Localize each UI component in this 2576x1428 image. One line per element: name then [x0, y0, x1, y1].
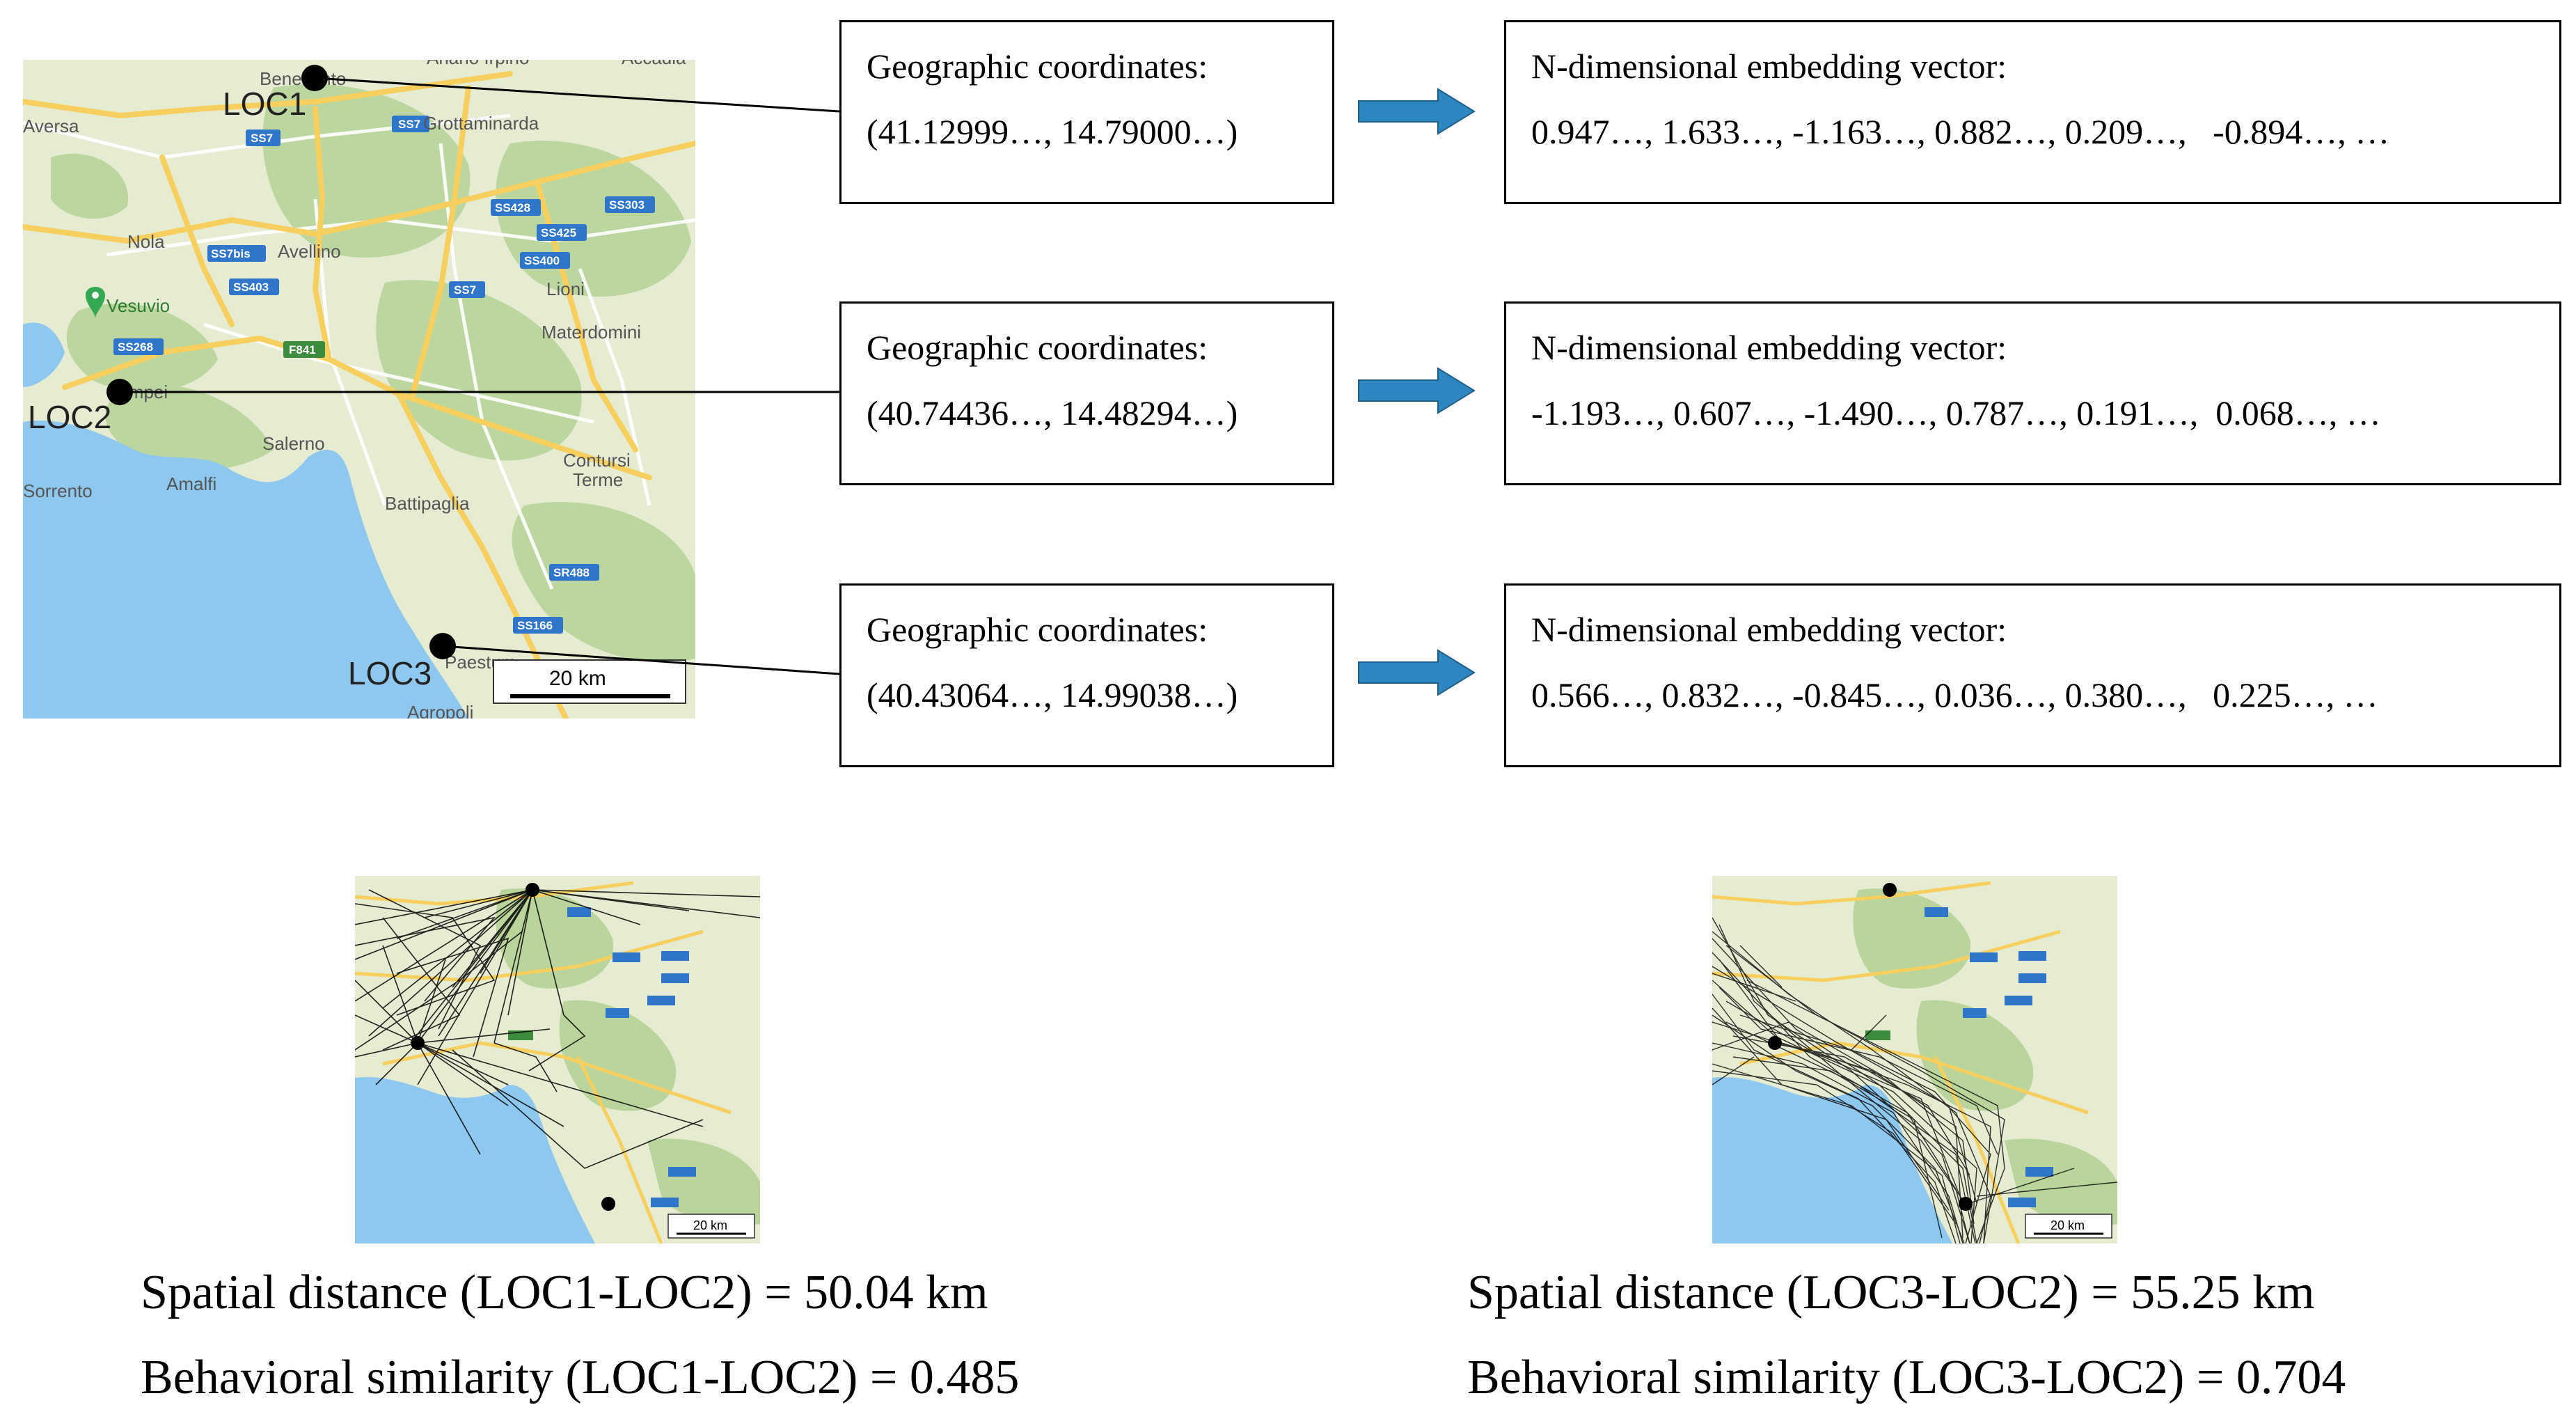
road-shields [1865, 907, 2053, 1207]
behavioral-similarity-loc3-loc2: Behavioral similarity (LOC3-LOC2) = 0.70… [1467, 1351, 2346, 1404]
mini-map-loc3: 20 km [1712, 876, 2117, 1243]
loc1-marker [526, 883, 539, 897]
arrow-icon-row3 [1358, 649, 1476, 696]
svg-text:SS403: SS403 [233, 281, 269, 294]
svg-text:Ariano Irpino: Ariano Irpino [427, 60, 529, 68]
coordinate-box-loc3: Geographic coordinates: (40.43064…, 14.9… [839, 583, 1334, 767]
svg-text:SS425: SS425 [541, 226, 576, 240]
svg-text:Aversa: Aversa [23, 116, 79, 136]
svg-text:SR488: SR488 [553, 566, 590, 579]
coordinate-box-loc2: Geographic coordinates: (40.74436…, 14.4… [839, 301, 1334, 485]
trajectory-lines [1712, 917, 2117, 1243]
embedding-title: N-dimensional embedding vector: [1531, 47, 2007, 86]
svg-text:SS7: SS7 [251, 132, 273, 145]
sea-area [355, 1077, 595, 1243]
coordinate-title: Geographic coordinates: [867, 610, 1208, 649]
svg-text:Agropoli: Agropoli [407, 702, 473, 719]
svg-text:Terme: Terme [573, 469, 623, 490]
svg-text:Contursi: Contursi [563, 450, 631, 471]
embedding-value: 0.947…, 1.633…, -1.163…, 0.882…, 0.209…,… [1531, 112, 2390, 151]
svg-text:Lioni: Lioni [546, 278, 585, 299]
svg-text:SS7: SS7 [454, 283, 476, 297]
spatial-distance-loc3-loc2: Spatial distance (LOC3-LOC2) = 55.25 km [1467, 1266, 2315, 1319]
loc3-label: LOC3 [348, 655, 432, 691]
embedding-value: 0.566…, 0.832…, -0.845…, 0.036…, 0.380…,… [1531, 675, 2378, 714]
svg-text:Materdomini: Materdomini [542, 322, 641, 343]
loc2-marker [106, 379, 133, 405]
svg-text:Vesuvio: Vesuvio [106, 295, 170, 316]
loc1-label: LOC1 [223, 86, 307, 122]
svg-text:Nola: Nola [127, 231, 165, 252]
sea-area [1712, 1077, 1952, 1243]
svg-text:Salerno: Salerno [262, 433, 325, 454]
svg-text:SS166: SS166 [517, 619, 553, 632]
coordinate-value: (40.43064…, 14.99038…) [867, 675, 1238, 714]
loc2-marker [411, 1036, 425, 1050]
connector-line-loc1 [314, 77, 840, 113]
loc1-marker [1883, 883, 1897, 897]
svg-text:Accadia: Accadia [622, 60, 686, 68]
coordinate-title: Geographic coordinates: [867, 47, 1208, 86]
svg-text:SS400: SS400 [524, 254, 560, 267]
embedding-value: -1.193…, 0.607…, -1.490…, 0.787…, 0.191…… [1531, 393, 2381, 432]
road-shields: SS7 SS7 SS428 SS303 SS7bis SS425 SS400 S… [113, 116, 655, 634]
svg-text:SS7bis: SS7bis [211, 247, 251, 260]
svg-text:SS7: SS7 [398, 118, 420, 131]
loc1-marker [301, 65, 328, 91]
coordinate-title: Geographic coordinates: [867, 328, 1208, 367]
svg-text:F841: F841 [289, 343, 316, 356]
behavioral-similarity-loc1-loc2: Behavioral similarity (LOC1-LOC2) = 0.48… [141, 1351, 1020, 1404]
embedding-box-loc1: N-dimensional embedding vector: 0.947…, … [1504, 20, 2561, 204]
place-names: Ariano Irpino Accadia Benevento Grottami… [23, 60, 686, 719]
svg-text:SS428: SS428 [495, 201, 530, 214]
embedding-title: N-dimensional embedding vector: [1531, 610, 2007, 649]
scale-bar: 20 km [667, 1214, 755, 1239]
loc3-marker [1959, 1197, 1973, 1211]
embedding-title: N-dimensional embedding vector: [1531, 328, 2007, 367]
scale-label: 20 km [549, 667, 606, 690]
svg-text:Sorrento: Sorrento [23, 480, 93, 501]
scale-label: 20 km [2050, 1218, 2085, 1232]
connector-line-loc3 [442, 645, 840, 675]
coordinate-value: (40.74436…, 14.48294…) [867, 393, 1238, 432]
sea-area [23, 421, 468, 719]
svg-text:Avellino: Avellino [278, 241, 341, 262]
svg-text:Grottaminarda: Grottaminarda [423, 113, 539, 134]
scale-bar: 20 km [2025, 1214, 2112, 1239]
svg-text:Battipaglia: Battipaglia [385, 493, 470, 514]
coordinate-box-loc1: Geographic coordinates: (41.12999…, 14.7… [839, 20, 1334, 204]
loc3-marker [429, 633, 456, 659]
scale-label: 20 km [693, 1218, 727, 1232]
loc2-label: LOC2 [28, 399, 112, 435]
coordinate-value: (41.12999…, 14.79000…) [867, 112, 1238, 151]
svg-text:SS303: SS303 [609, 198, 645, 212]
trajectory-lines [355, 889, 760, 1169]
arrow-icon-row1 [1358, 88, 1476, 135]
arrow-icon-row2 [1358, 367, 1476, 414]
embedding-box-loc2: N-dimensional embedding vector: -1.193…,… [1504, 301, 2561, 485]
loc3-marker [601, 1197, 615, 1211]
scale-bar: 20 km [493, 659, 686, 704]
svg-text:SS268: SS268 [118, 340, 153, 354]
embedding-box-loc3: N-dimensional embedding vector: 0.566…, … [1504, 583, 2561, 767]
major-roads [355, 881, 732, 1243]
loc2-marker [1768, 1036, 1782, 1050]
vesuvio-pin-icon [86, 287, 105, 319]
main-map: SS7 SS7 SS428 SS303 SS7bis SS425 SS400 S… [23, 60, 695, 719]
svg-text:Amalfi: Amalfi [166, 473, 216, 494]
mini-map-loc1: 20 km [355, 876, 760, 1243]
spatial-distance-loc1-loc2: Spatial distance (LOC1-LOC2) = 50.04 km [141, 1266, 988, 1319]
